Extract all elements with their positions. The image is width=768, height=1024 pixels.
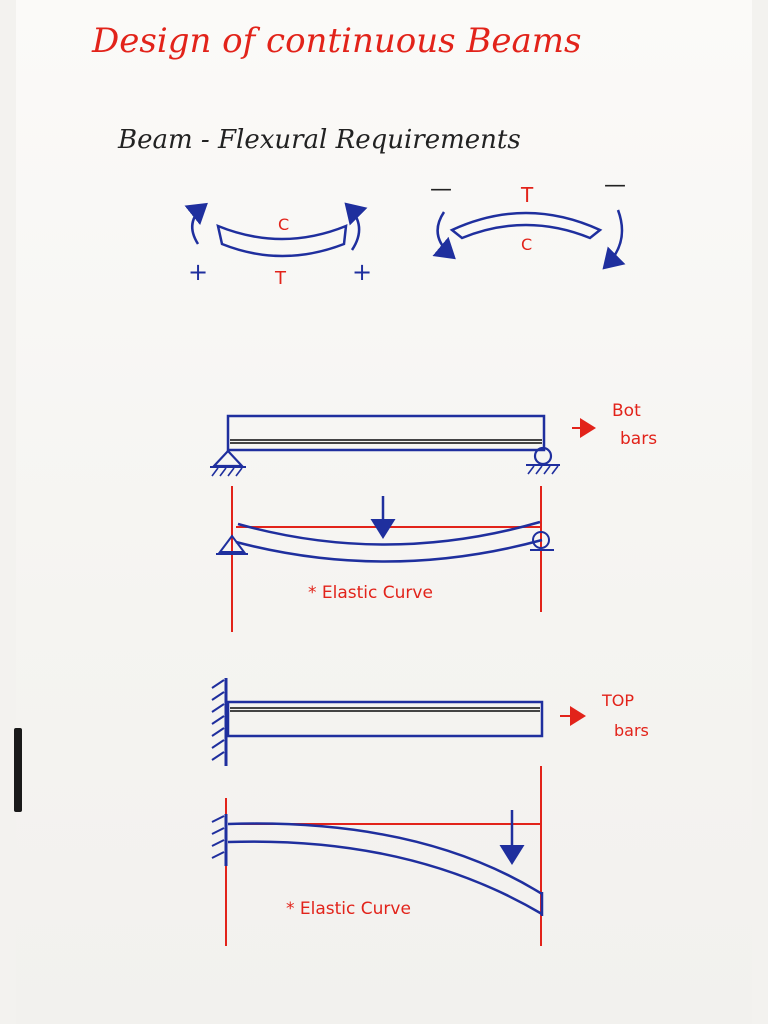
cantilever-deflected-shape — [211, 810, 544, 916]
simply-supported-beam — [210, 414, 560, 477]
hogging-sign-left: — — [430, 177, 452, 202]
binder-clip — [14, 728, 22, 812]
section-subtitle: Beam - Flexural Requirements — [117, 125, 521, 155]
hogging-tension-label: T — [520, 183, 534, 207]
sagging-compression-label: C — [278, 215, 289, 234]
simply-supported-deflected-shape — [216, 496, 554, 563]
bot-bars-label-1: Bot — [612, 401, 641, 421]
bot-bars-label-2: bars — [620, 429, 657, 449]
page-title: Design of continuous Beams — [91, 21, 581, 61]
cantilever-beam — [211, 678, 544, 766]
elastic-curve-label-2: * Elastic Curve — [286, 899, 411, 919]
elastic-curve-label-1: * Elastic Curve — [308, 583, 433, 603]
top-bars-label-1: TOP — [601, 691, 634, 710]
hogging-sign-right: — — [604, 173, 626, 198]
top-bars-label-2: bars — [614, 721, 649, 740]
sagging-sign-right: + — [352, 258, 372, 286]
hogging-beam-sketch — [432, 209, 626, 270]
sagging-tension-label: T — [274, 268, 287, 289]
sagging-beam-sketch — [184, 202, 368, 258]
hogging-compression-label: C — [521, 235, 532, 254]
sagging-sign-left: + — [188, 258, 208, 286]
